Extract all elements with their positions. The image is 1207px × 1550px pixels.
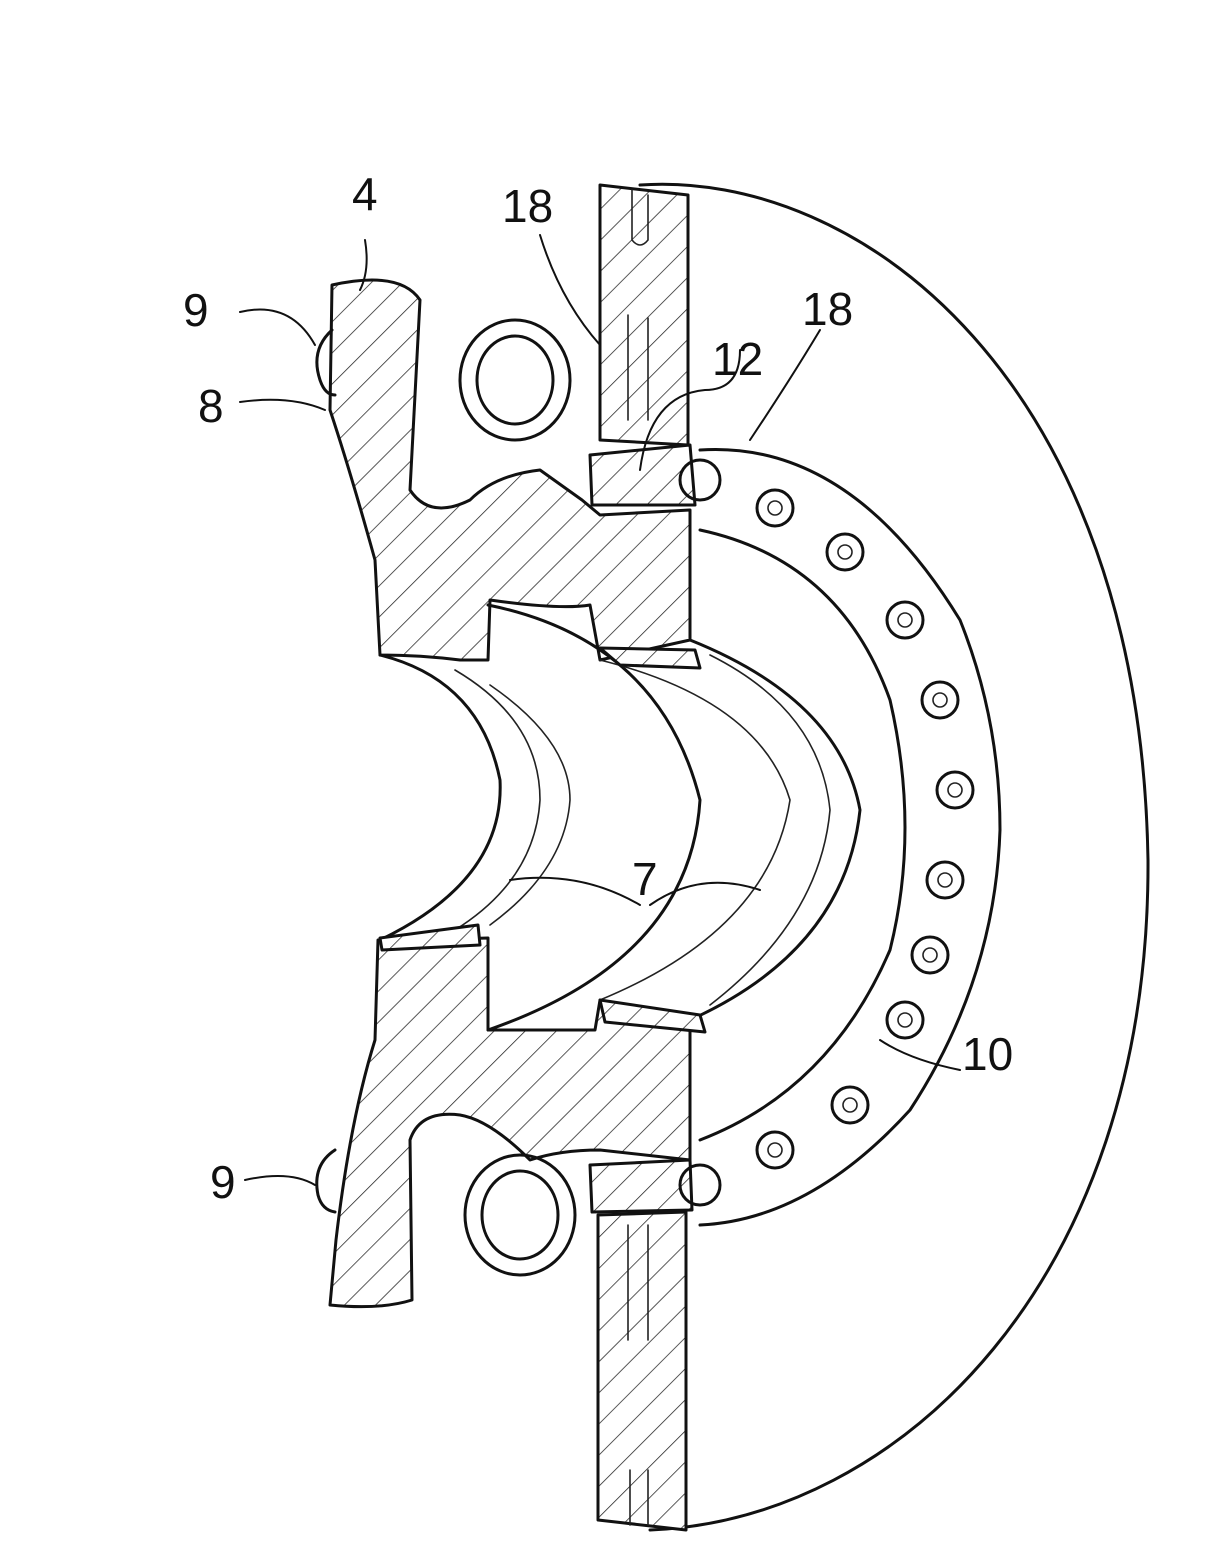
- bolt-head-bottom: [317, 1150, 335, 1212]
- label-seal-left: 18: [502, 180, 553, 232]
- label-housing: 4: [352, 168, 378, 220]
- bolt-hole-top: [460, 320, 570, 440]
- label-flange: 8: [198, 380, 224, 432]
- label-bolt-bottom: 9: [210, 1156, 236, 1208]
- label-seal-right: 18: [802, 283, 853, 335]
- rolling-ring: [700, 449, 1000, 1225]
- label-bolt-top: 9: [183, 284, 209, 336]
- retainer-ring-bottom: [590, 1160, 720, 1212]
- retainer-ring-top: [590, 445, 720, 505]
- label-ring: 12: [712, 333, 763, 385]
- label-rolling-ring: 10: [962, 1028, 1013, 1080]
- label-bearing: 7: [632, 853, 658, 905]
- outer-dish: [640, 184, 1148, 1530]
- bolt-hole-bottom: [465, 1155, 575, 1275]
